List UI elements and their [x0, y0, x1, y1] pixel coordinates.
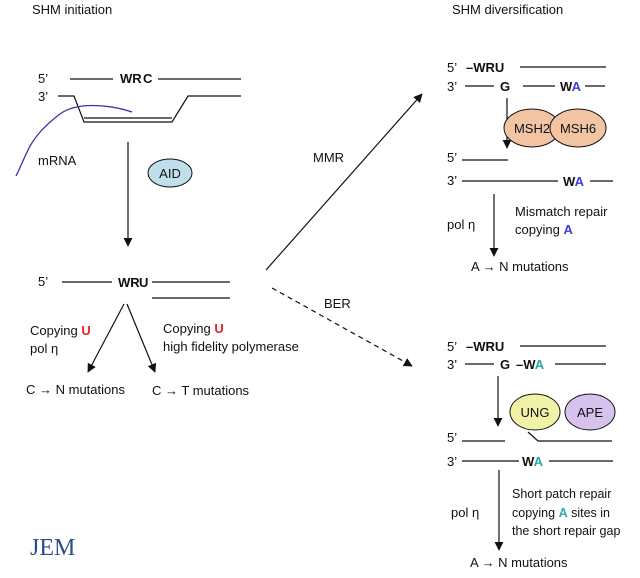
right-section-title: SHM diversification [452, 2, 563, 17]
copying-label: copying [512, 506, 555, 520]
base-w: W [522, 454, 535, 469]
high-fidelity-label: high fidelity polymerase [163, 339, 299, 354]
mrna-label: mRNA [38, 153, 77, 168]
base-c-red: C [143, 71, 153, 86]
pol-eta-label: pol η [447, 217, 475, 232]
base-w: W [563, 174, 576, 189]
msh-complex: MSH2 MSH6 [503, 108, 607, 148]
svg-text:WA: WA [522, 454, 544, 469]
mmr-arrow [265, 93, 423, 271]
initiation-dna-bubble: 5’ WR C 3’ mRNA [15, 71, 241, 177]
base-w: W [560, 79, 573, 94]
svg-text:WA: WA [563, 174, 585, 189]
arrow-to-c-t [126, 303, 157, 373]
base-g: G [500, 79, 510, 94]
mrna-strand [15, 104, 133, 177]
svg-text:Copying U: Copying U [30, 323, 91, 338]
pol-eta-label: pol η [30, 341, 58, 356]
base-u-red: U [139, 275, 148, 290]
five-prime-label: 5’ [38, 71, 48, 86]
svg-text:copying A: copying A [515, 222, 573, 237]
motif-wa: –WA [516, 357, 545, 372]
ung-label: UNG [521, 405, 550, 420]
five-prime-label: 5’ [447, 339, 457, 354]
base-g: G [500, 357, 510, 372]
repair-gap-label: the short repair gap [512, 524, 620, 538]
three-prime-label: 3’ [447, 454, 457, 469]
pol-eta-label: pol η [451, 505, 479, 520]
base-a-blue: A [575, 174, 585, 189]
sites-in-label: sites in [571, 506, 610, 520]
mmr-mismatch-dna: 5’ –WRU 3’ G WA [447, 60, 606, 94]
ape-enzyme: APE [564, 393, 616, 431]
arrow-to-c-n [87, 303, 125, 373]
short-patch-repair-text: Short patch repair copying A sites in th… [512, 487, 620, 538]
aid-enzyme: AID [147, 158, 193, 188]
mismatch-repair-text: Mismatch repair copying A [515, 204, 608, 237]
a-to-n-mutations-ber: A → N mutations [470, 555, 568, 570]
base-a-teal: A [535, 357, 545, 372]
three-prime-label: 3’ [38, 89, 48, 104]
motif-wru: –WRU [466, 60, 504, 75]
ung-shape [509, 393, 561, 431]
ber-gapped-dna: 5’ 3’ WA [447, 430, 613, 469]
copying-u-high-fidelity: Copying U high fidelity polymerase [163, 321, 299, 354]
left-section-title: SHM initiation [32, 2, 112, 17]
five-prime-label: 5’ [447, 60, 457, 75]
copying-u-pol-eta: Copying U pol η [30, 323, 91, 356]
five-prime-label: 5’ [38, 274, 48, 289]
c-to-n-mutations: C → N mutations [26, 382, 125, 397]
five-prime-label: 5’ [447, 150, 457, 165]
nicked-strand [527, 431, 612, 442]
aid-shape [147, 158, 193, 188]
five-prime-label: 5’ [447, 430, 457, 445]
ung-enzyme: UNG [509, 393, 561, 431]
mmr-gapped-dna: 5’ 3’ WA [447, 150, 613, 189]
wru-dna: 5’ WR U [38, 274, 230, 299]
three-prime-label: 3’ [447, 173, 457, 188]
msh2-label: MSH2 [514, 121, 550, 136]
svg-text:Copying U: Copying U [163, 321, 224, 336]
svg-text:WA: WA [560, 79, 582, 94]
copying-label: Copying [30, 323, 78, 338]
copying-label: Copying [163, 321, 211, 336]
copying-label: copying [515, 222, 560, 237]
c-to-t-mutations: C → T mutations [152, 383, 250, 398]
aid-label: AID [159, 166, 181, 181]
ber-label: BER [324, 296, 351, 311]
motif-wru: –WRU [466, 339, 504, 354]
motif-wr: WR [120, 71, 142, 86]
msh6-shape [549, 108, 607, 148]
mmr-label: MMR [313, 150, 344, 165]
ape-shape [564, 393, 616, 431]
base-u-red: U [81, 323, 90, 338]
svg-text:copying A sites in: copying A sites in [512, 506, 610, 520]
base-a-teal: A [534, 454, 544, 469]
three-prime-label: 3’ [447, 357, 457, 372]
base-a-blue: A [572, 79, 582, 94]
mismatch-repair-label: Mismatch repair [515, 204, 608, 219]
three-prime-label: 3’ [447, 79, 457, 94]
base-u-red: U [214, 321, 223, 336]
base-a-blue: A [563, 222, 573, 237]
template-strand [58, 95, 241, 123]
motif-wr: WR [118, 275, 140, 290]
a-to-n-mutations-mmr: A → N mutations [471, 259, 569, 274]
jem-journal-logo: JEM [30, 535, 75, 561]
base-a-teal: A [559, 506, 568, 520]
short-patch-repair-label: Short patch repair [512, 487, 611, 501]
msh6-label: MSH6 [560, 121, 596, 136]
ber-dna: 5’ –WRU 3’ G –WA [447, 339, 606, 372]
ape-label: APE [577, 405, 603, 420]
